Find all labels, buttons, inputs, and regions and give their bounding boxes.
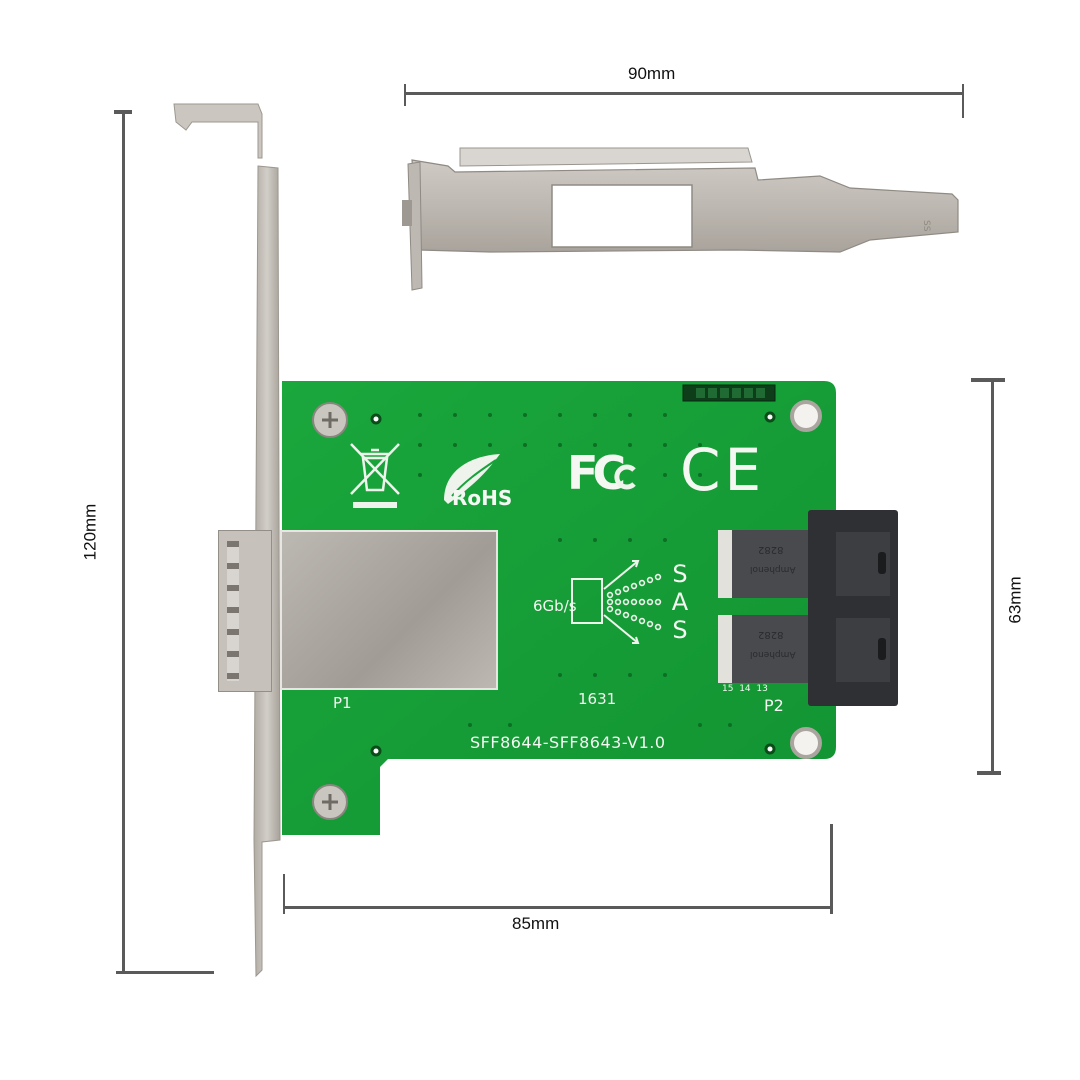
- sas-letter: A: [671, 588, 689, 616]
- rohs-label: RoHS: [452, 486, 513, 510]
- p1-connector-face: [218, 530, 272, 692]
- dimension-label: 63mm: [1005, 576, 1025, 624]
- rohs-leaf-icon: [444, 454, 500, 504]
- date-code: 1631: [578, 690, 617, 708]
- pin-labels: 15 14 13: [722, 684, 768, 694]
- ce-logo: CE: [680, 436, 766, 504]
- dimension-label: 90mm: [628, 64, 676, 83]
- svg-text:SS: SS: [921, 220, 931, 232]
- dimension-line: [122, 111, 125, 973]
- sas-letters: S A S: [668, 560, 692, 644]
- p2-port-lower[interactable]: 8282 Amphenol: [718, 615, 810, 683]
- fcc-inner-c-icon: [614, 464, 636, 490]
- p2-port-upper[interactable]: 8282 Amphenol: [718, 530, 810, 598]
- dimension-tick: [283, 874, 285, 914]
- p1-connector-shield[interactable]: [280, 530, 498, 690]
- dimension-tick: [404, 84, 406, 106]
- dimension-tick: [114, 110, 132, 114]
- dimension-tick: [971, 378, 1005, 382]
- dimension-label: 120mm: [80, 503, 100, 561]
- p2-connector-housing: [808, 510, 898, 706]
- dimension-tick: [116, 971, 214, 974]
- dimension-tick: [830, 824, 833, 914]
- dimension-tick: [977, 771, 1001, 775]
- screw-icon: [312, 784, 348, 820]
- dimension-line: [405, 92, 963, 95]
- sas-signal-diagram: [571, 560, 662, 644]
- p1-label: P1: [333, 694, 352, 712]
- p2-label: P2: [764, 696, 784, 715]
- dimension-label: 85mm: [512, 914, 560, 933]
- sas-letter: S: [672, 616, 688, 644]
- screw-icon: [312, 402, 348, 438]
- low-profile-bracket: SS: [402, 147, 959, 291]
- model-label: SFF8644-SFF8643-V1.0: [470, 733, 666, 752]
- pcb-shape: [282, 381, 836, 835]
- speed-label: 6Gb/s: [533, 597, 577, 615]
- sas-letter: S: [672, 560, 688, 588]
- dimension-line: [991, 380, 994, 774]
- dimension-tick: [962, 84, 964, 118]
- weee-bin-icon: [350, 443, 400, 508]
- dimension-line: [284, 906, 832, 909]
